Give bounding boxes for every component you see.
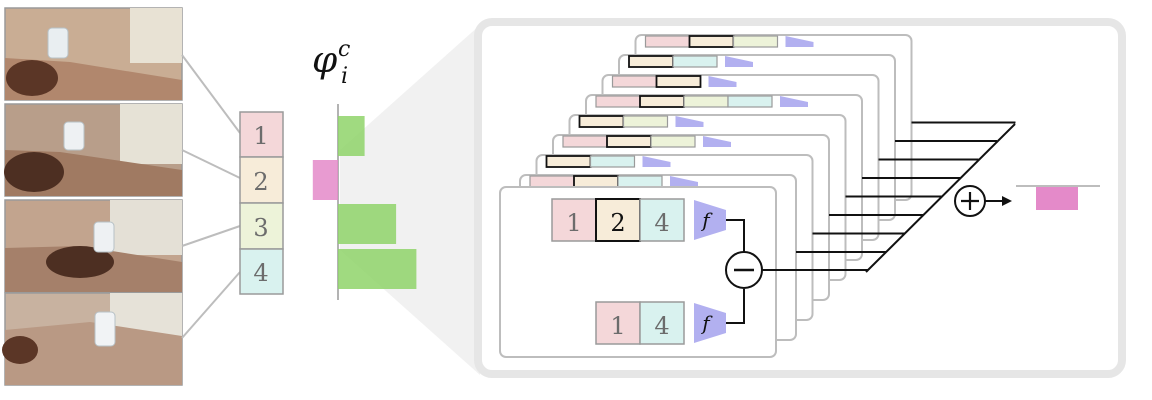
svg-text:1: 1 <box>566 209 581 237</box>
coalition-card-front: 1 2 4 f 1 4 f <box>499 186 777 358</box>
top-cell-4 <box>639 198 685 242</box>
bottom-coalition: 1 4 <box>595 301 685 345</box>
svg-text:φ: φ <box>312 40 338 81</box>
frame-index-4: 4 <box>239 248 284 295</box>
stack-function-block <box>670 176 698 187</box>
stack-function-block <box>675 116 704 127</box>
function-block-bottom: f <box>694 303 726 343</box>
stack-function-block <box>785 36 814 47</box>
svg-text:2: 2 <box>610 209 625 237</box>
stack-cell-1 <box>595 95 641 108</box>
stack-cell-2 <box>545 155 592 168</box>
stack-cell-3 <box>650 135 696 148</box>
stack-cell-4 <box>727 95 773 108</box>
phi-bar-2 <box>312 160 338 200</box>
phi-bar-3 <box>338 204 397 244</box>
stack-cell-1 <box>529 175 575 188</box>
stack-function-block <box>725 56 753 67</box>
stack-cell-2 <box>573 175 619 188</box>
phi-bar-chart <box>312 104 417 300</box>
stack-cell-4 <box>617 175 663 188</box>
phi-label: φ c i <box>312 37 350 89</box>
frame-index-2: 2 <box>239 156 284 204</box>
minus-operator <box>725 251 763 289</box>
svg-text:1: 1 <box>610 312 625 340</box>
video-frames <box>2 7 183 386</box>
stack-cell-3 <box>683 95 729 108</box>
stack-cell-3 <box>622 115 669 128</box>
svg-text:2: 2 <box>253 168 268 196</box>
video-frame-4 <box>2 292 183 386</box>
function-block-top: f <box>694 200 726 240</box>
frame-index-strip: 1 2 3 4 <box>239 111 284 295</box>
svg-text:4: 4 <box>654 209 669 237</box>
aggregation-lines <box>762 121 1016 271</box>
stack-function-block <box>703 136 731 147</box>
video-frame-1 <box>4 7 183 101</box>
stack-cell-4 <box>672 55 718 68</box>
zoom-cone <box>340 25 480 375</box>
top-coalition: 1 2 4 <box>551 198 685 242</box>
stack-cell-2 <box>639 95 685 108</box>
top-cell-2 <box>595 198 641 242</box>
frame-index-1: 1 <box>239 111 284 158</box>
phi-bar-1 <box>338 116 365 156</box>
stack-cell-3 <box>732 35 779 48</box>
stack-cell-2 <box>578 115 625 128</box>
stack-cell-1 <box>611 75 658 88</box>
output-value <box>1016 185 1100 210</box>
plus-operator <box>954 185 986 217</box>
stack-cell-2 <box>688 35 735 48</box>
video-frame-3 <box>4 199 183 293</box>
svg-text:4: 4 <box>253 259 268 287</box>
stack-cell-2 <box>628 55 674 68</box>
stack-cell-1 <box>562 135 608 148</box>
svg-text:i: i <box>341 64 348 89</box>
frame-index-3: 3 <box>239 202 284 250</box>
stack-cell-2 <box>655 75 702 88</box>
stack-function-block <box>780 96 808 107</box>
bottom-cell-4 <box>639 301 685 345</box>
svg-text:c: c <box>338 37 350 62</box>
aggregation-diagonal <box>865 123 1016 273</box>
stack-cell-1 <box>644 35 691 48</box>
output-bar <box>1036 187 1078 210</box>
svg-text:4: 4 <box>654 312 669 340</box>
difference-connectors <box>726 219 745 324</box>
svg-text:1: 1 <box>253 122 268 150</box>
stack-cell-2 <box>606 135 652 148</box>
video-frame-2 <box>4 103 183 197</box>
svg-text:3: 3 <box>253 214 268 242</box>
stack-function-block <box>708 76 737 87</box>
stack-function-block <box>642 156 671 167</box>
phi-bar-4 <box>338 249 417 289</box>
frame-connectors <box>181 54 241 339</box>
stack-cell-4 <box>589 155 636 168</box>
output-arrow <box>985 196 1012 206</box>
